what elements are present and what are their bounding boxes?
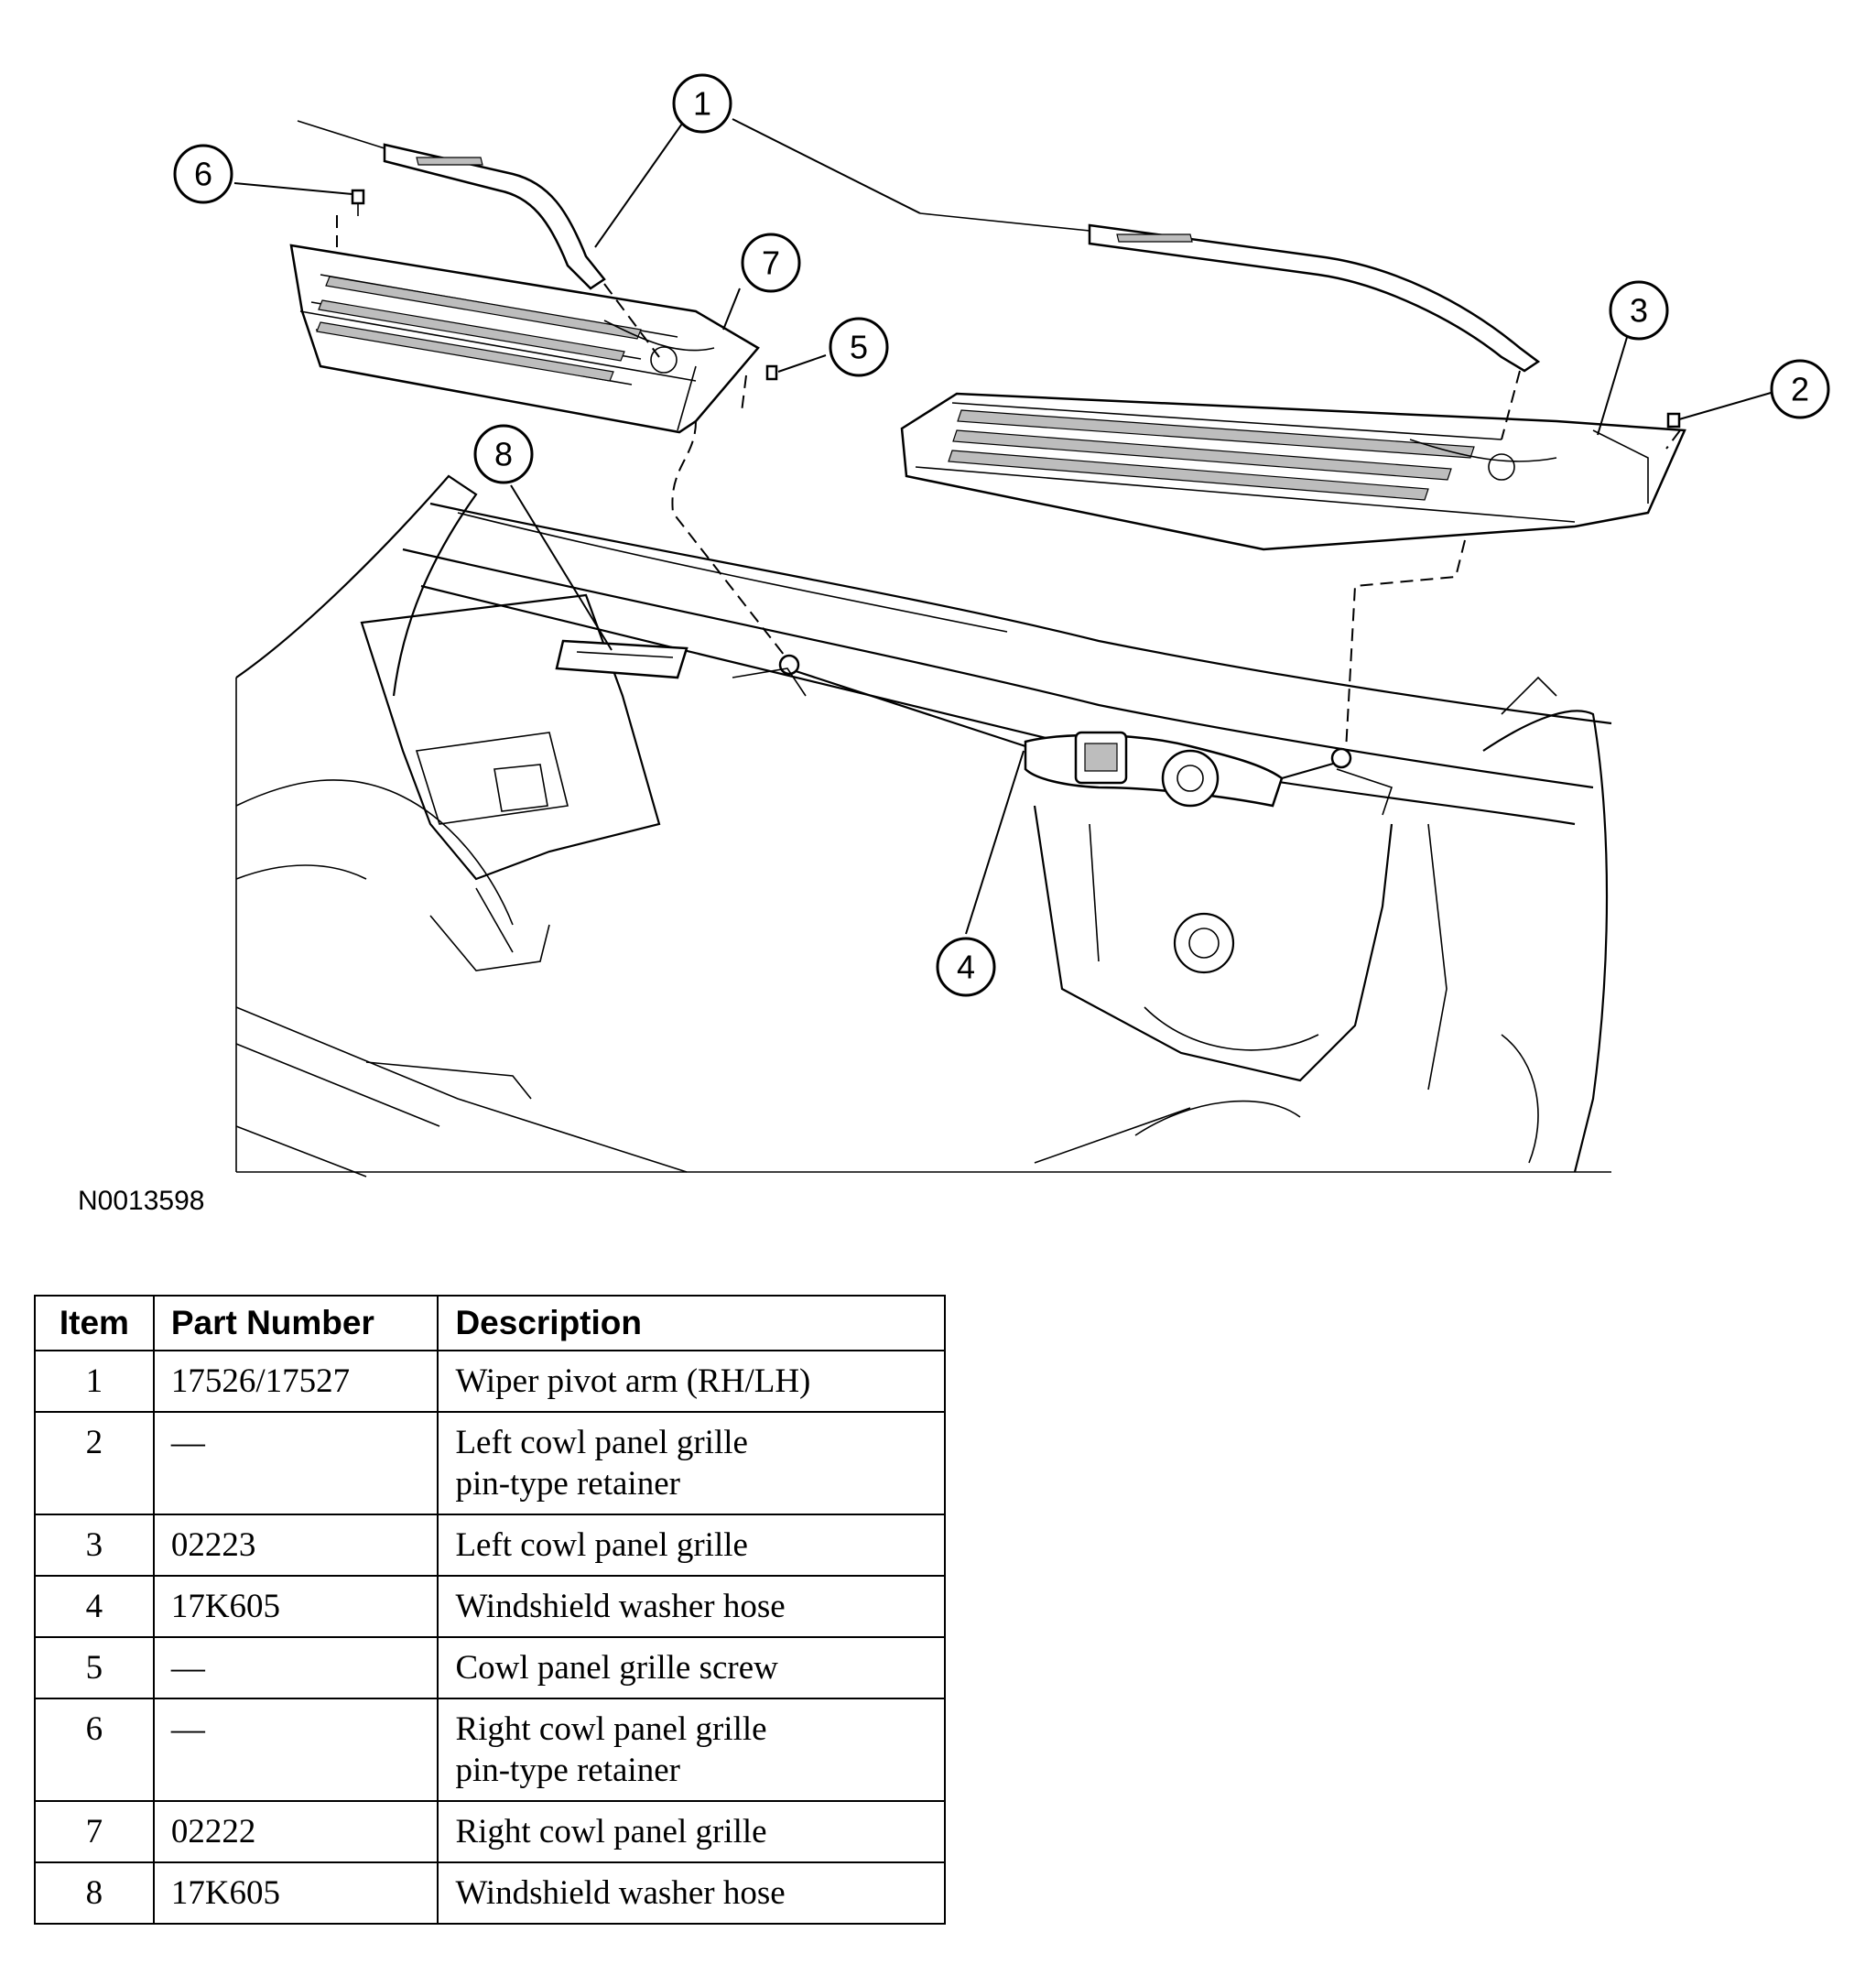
- row-description: Right cowl panel grille: [437, 1800, 946, 1863]
- callout-6-label: 6: [194, 156, 212, 193]
- wiper-pivot-arms: [297, 120, 1541, 373]
- table-row: 1 17526/17527 Wiper pivot arm (RH/LH): [34, 1350, 946, 1413]
- description-line: Left cowl panel grille: [455, 1424, 748, 1461]
- row-part-number: 17K605: [152, 1575, 439, 1638]
- callout-7: 7: [741, 233, 801, 293]
- row-item: 2: [34, 1411, 155, 1515]
- row-item: 4: [34, 1575, 155, 1638]
- row-item: 5: [34, 1636, 155, 1699]
- row-description: Right cowl panel grille pin-type retainer: [437, 1698, 946, 1802]
- row-item: 3: [34, 1514, 155, 1577]
- callout-8: 8: [473, 424, 534, 484]
- table-row: 2 — Left cowl panel grille pin-type retai…: [34, 1411, 946, 1515]
- callout-5-label: 5: [850, 329, 868, 366]
- row-description: Wiper pivot arm (RH/LH): [437, 1350, 946, 1413]
- row-description: Left cowl panel grille pin-type retainer: [437, 1411, 946, 1515]
- description-line: Right cowl panel grille: [455, 1710, 767, 1748]
- right-cowl-panel-grille: [289, 244, 760, 434]
- vehicle-body: [235, 474, 1612, 1177]
- callout-1: 1: [672, 73, 732, 134]
- row-description: Windshield washer hose: [437, 1861, 946, 1925]
- row-description: Left cowl panel grille: [437, 1514, 946, 1577]
- description-line: pin-type retainer: [455, 1752, 680, 1789]
- assembly-lines: [336, 215, 1681, 752]
- figure-id: N0013598: [78, 1186, 205, 1216]
- row-description: Cowl panel grille screw: [437, 1636, 946, 1699]
- leader-lines: [233, 118, 1784, 935]
- table-header-row: Item Part Number Description: [34, 1295, 946, 1351]
- callout-2-label: 2: [1791, 371, 1809, 408]
- row-item: 8: [34, 1861, 155, 1925]
- callout-2: 2: [1770, 359, 1830, 419]
- description-line: Right cowl panel grille: [455, 1813, 767, 1850]
- row-part-number: 17K605: [152, 1861, 439, 1925]
- retainers-and-screws: [351, 189, 1681, 429]
- callout-5: 5: [829, 317, 889, 377]
- table-row: 5 — Cowl panel grille screw: [34, 1636, 946, 1699]
- callout-6: 6: [173, 144, 233, 204]
- callout-4-label: 4: [957, 949, 975, 986]
- table-row: 4 17K605 Windshield washer hose: [34, 1575, 946, 1638]
- callout-3-label: 3: [1630, 292, 1648, 330]
- exploded-view-diagram: 1 2 3 4 5 6 7 8: [173, 73, 1830, 1177]
- description-line: pin-type retainer: [455, 1465, 680, 1503]
- parts-table: Item Part Number Description 1 17526/175…: [34, 1295, 946, 1925]
- header-description: Description: [437, 1295, 946, 1351]
- description-line: Windshield washer hose: [455, 1874, 786, 1912]
- table-row: 8 17K605 Windshield washer hose: [34, 1861, 946, 1925]
- callout-3: 3: [1609, 280, 1669, 341]
- left-cowl-panel-grille: [900, 392, 1686, 551]
- callout-1-label: 1: [693, 85, 711, 123]
- description-line: Left cowl panel grille: [455, 1526, 748, 1564]
- row-part-number: 17526/17527: [152, 1350, 439, 1413]
- callout-4: 4: [936, 937, 996, 997]
- row-part-number: —: [152, 1698, 439, 1802]
- row-part-number: 02222: [152, 1800, 439, 1863]
- row-item: 6: [34, 1698, 155, 1802]
- table-row: 6 — Right cowl panel grille pin-type reta…: [34, 1698, 946, 1802]
- row-part-number: —: [152, 1411, 439, 1515]
- row-part-number: 02223: [152, 1514, 439, 1577]
- header-item: Item: [34, 1295, 155, 1351]
- row-part-number: —: [152, 1636, 439, 1699]
- header-part-number: Part Number: [152, 1295, 439, 1351]
- row-item: 1: [34, 1350, 155, 1413]
- callout-8-label: 8: [494, 436, 513, 473]
- callout-7-label: 7: [762, 244, 780, 282]
- description-line: Wiper pivot arm (RH/LH): [455, 1362, 811, 1400]
- description-line: Cowl panel grille screw: [455, 1649, 778, 1687]
- table-row: 3 02223 Left cowl panel grille: [34, 1514, 946, 1577]
- row-description: Windshield washer hose: [437, 1575, 946, 1638]
- row-item: 7: [34, 1800, 155, 1863]
- table-row: 7 02222 Right cowl panel grille: [34, 1800, 946, 1863]
- description-line: Windshield washer hose: [455, 1588, 786, 1625]
